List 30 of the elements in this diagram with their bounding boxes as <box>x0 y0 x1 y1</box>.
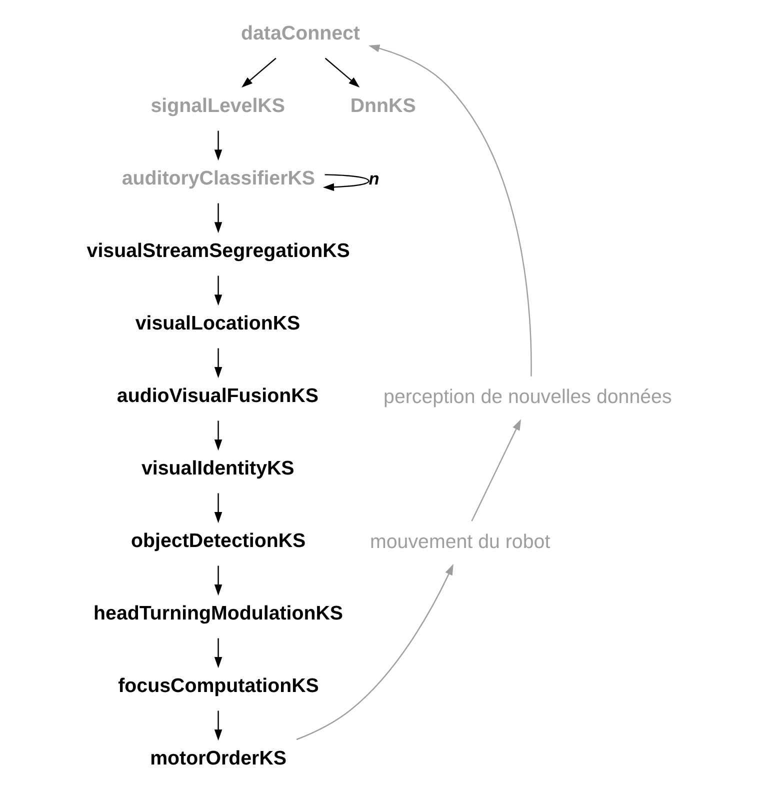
node-text: perception de nouvelles données <box>384 386 672 408</box>
arrow <box>214 710 222 740</box>
arrow <box>324 57 360 87</box>
node-text: focusComputationKS <box>118 674 319 696</box>
arrow <box>214 275 222 306</box>
node-text: objectDetectionKS <box>131 529 306 552</box>
node-text: motorOrderKS <box>150 746 287 769</box>
node-text: DnnKS <box>350 94 416 116</box>
node-text: headTurningModulationKS <box>94 602 344 624</box>
node-text: signalLevelKS <box>150 94 285 116</box>
edge-label: n <box>368 168 380 188</box>
node-text: mouvement du robot <box>370 530 550 553</box>
node-text: visualStreamSegregationKS <box>86 239 350 262</box>
arrow <box>214 565 222 596</box>
arrow <box>214 638 222 668</box>
arrow <box>471 418 522 521</box>
arrow <box>368 44 532 376</box>
node-text: dataConnect <box>241 22 360 44</box>
arrow <box>296 563 454 740</box>
arrow <box>242 57 276 87</box>
node-text: audioVisualFusionKS <box>116 384 318 406</box>
arrow <box>214 420 222 450</box>
node-text: auditoryClassifierKS <box>122 166 316 189</box>
arrow <box>214 202 222 233</box>
node-text: visualIdentityKS <box>141 456 294 479</box>
arrow <box>214 492 222 523</box>
arrow <box>214 130 222 160</box>
arrow <box>214 348 222 378</box>
node-text: visualLocationKS <box>135 312 300 334</box>
arrow <box>322 174 370 190</box>
